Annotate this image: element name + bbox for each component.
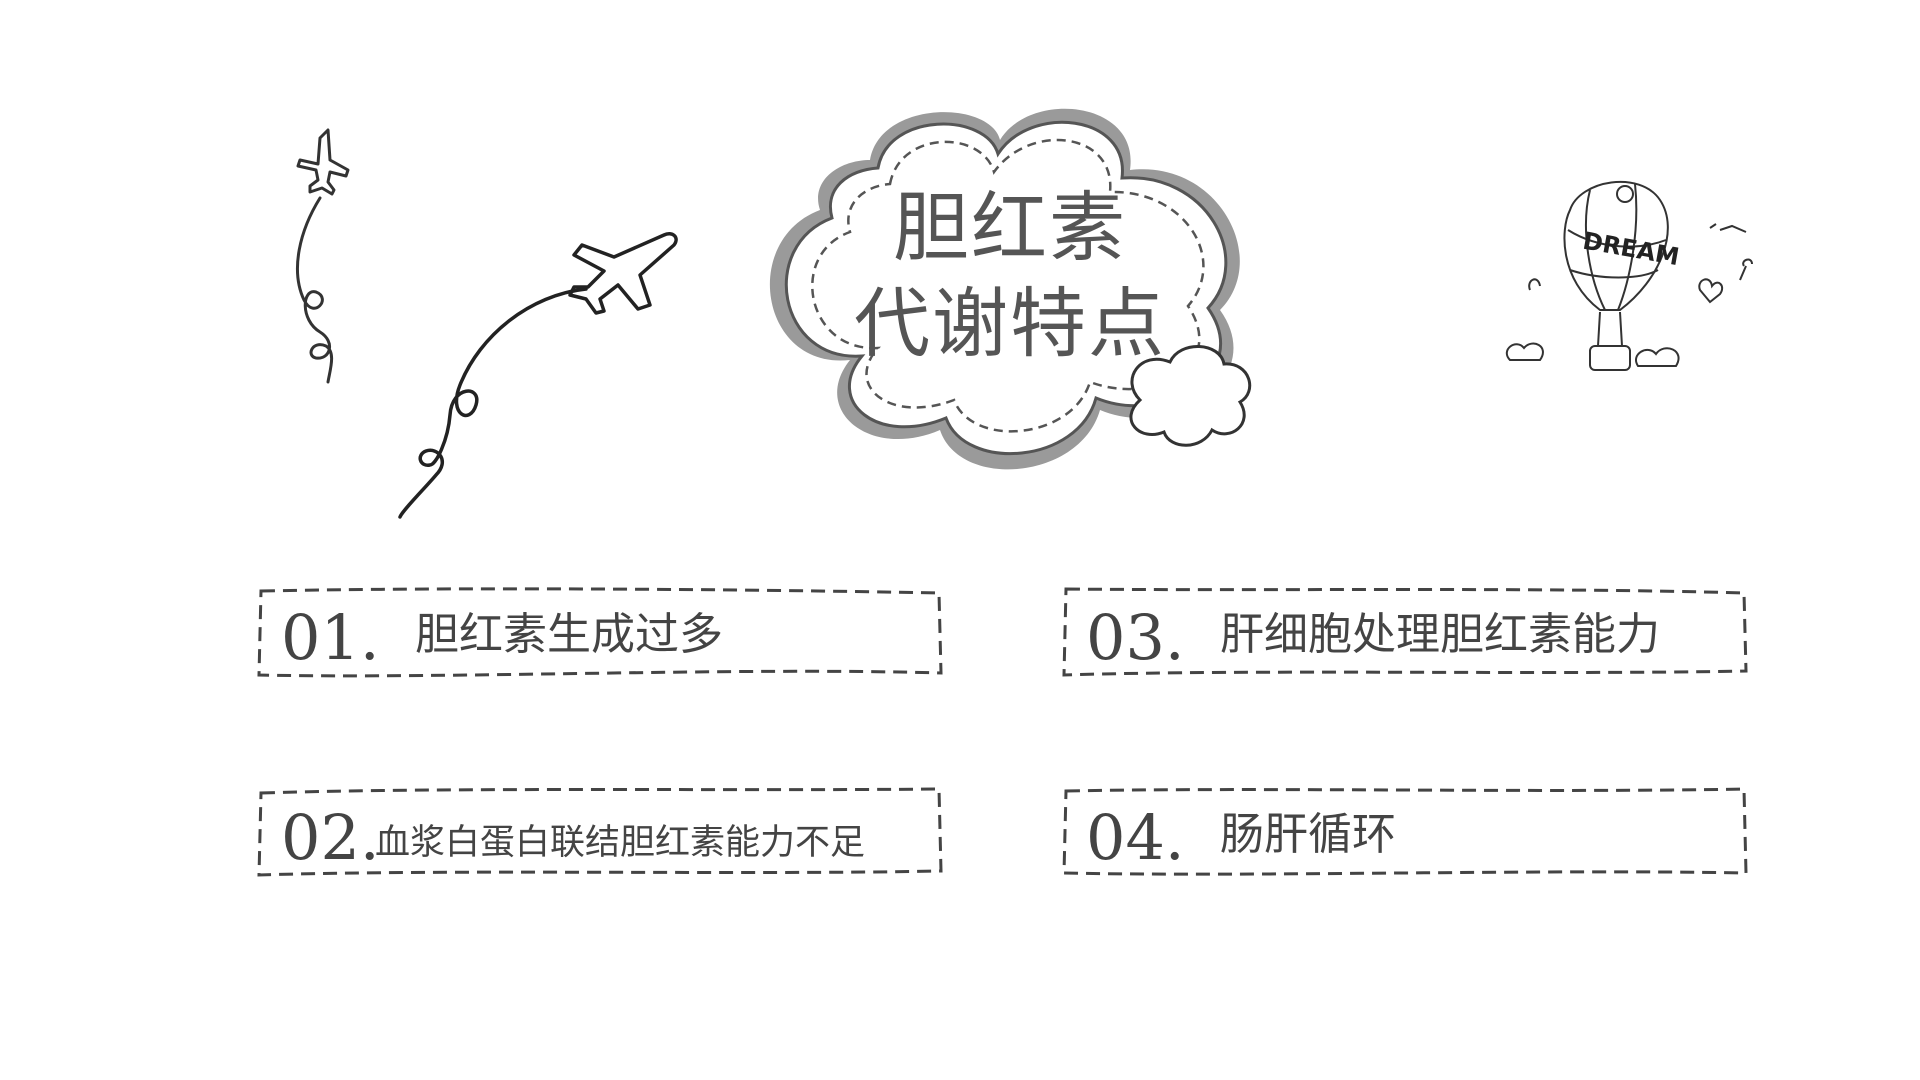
list-item-02: 02. 血浆白蛋白联结胆红素能力不足 (255, 785, 945, 881)
page-title: 胆红素 代谢特点 (840, 180, 1180, 372)
item-text: 肠肝循环 (1220, 809, 1396, 860)
item-text: 肝细胞处理胆红素能力 (1220, 609, 1660, 660)
list-item-01: 01. 胆红素生成过多 (255, 585, 945, 681)
large-airplane-icon (398, 232, 678, 519)
item-number: 02. (281, 801, 380, 874)
title-line-1: 胆红素 (893, 183, 1127, 272)
small-airplane-icon (296, 128, 350, 384)
hot-air-balloon-icon: DREAM (1505, 180, 1753, 371)
dashed-box (1062, 587, 1748, 677)
cloud-icon (769, 108, 1252, 470)
title-line-2: 代谢特点 (854, 279, 1166, 368)
item-number: 03. (1086, 601, 1185, 674)
list-item-04: 04. 肠肝循环 (1060, 785, 1750, 881)
title-cloud: 胆红素 代谢特点 (750, 80, 1270, 490)
list-item-03: 03. 肝细胞处理胆红素能力 (1060, 585, 1750, 681)
item-number: 01. (281, 601, 380, 674)
dashed-box (257, 587, 943, 678)
dashed-box (257, 787, 943, 877)
item-number: 04. (1086, 801, 1185, 874)
item-text: 血浆白蛋白联结胆红素能力不足 (375, 823, 866, 863)
item-text: 胆红素生成过多 (415, 609, 723, 660)
